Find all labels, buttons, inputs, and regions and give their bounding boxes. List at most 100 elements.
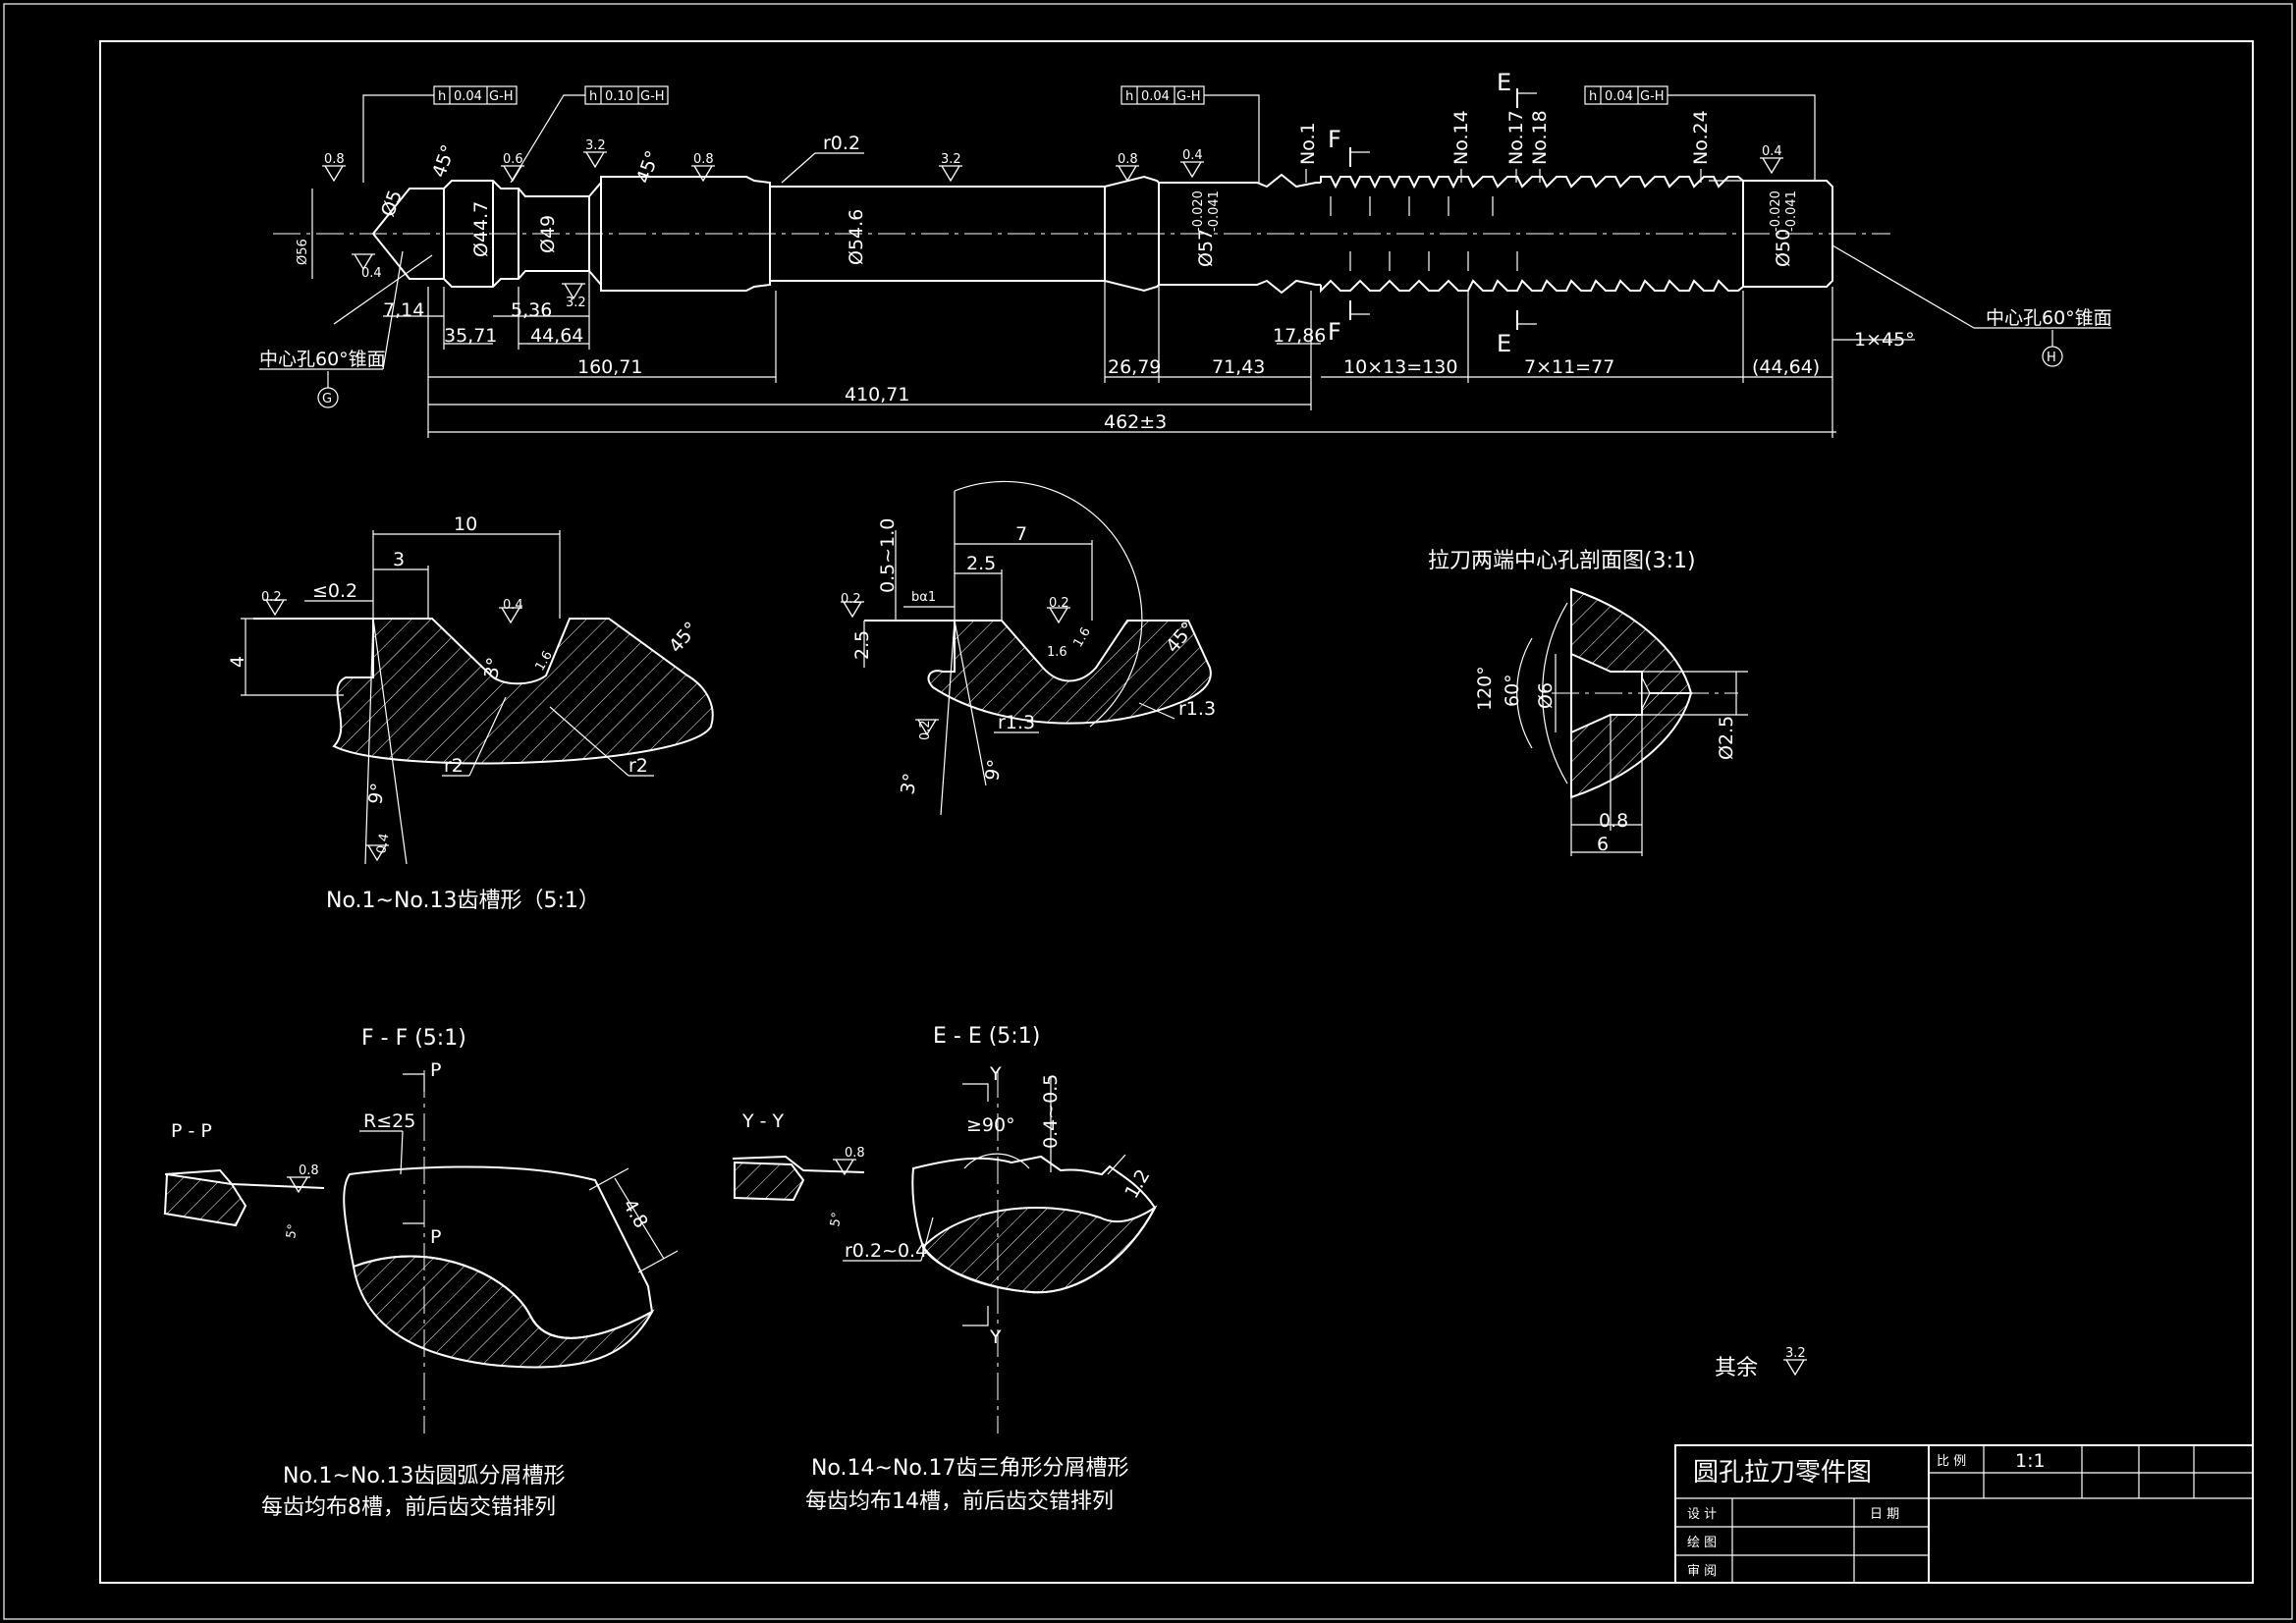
center-hole-note-right: 中心孔60°锥面	[1986, 307, 2112, 329]
rough-7: 0.4	[1762, 144, 1782, 159]
tooth-profile-1-caption: No.1~No.13齿槽形（5:1）	[326, 889, 600, 913]
dim-7-14: 7,14	[383, 299, 424, 321]
svg-text:60°: 60°	[1502, 674, 1523, 707]
dim-71-43: 71,43	[1212, 356, 1265, 378]
svg-text:0.5~1.0: 0.5~1.0	[877, 518, 899, 593]
svg-text:9°: 9°	[364, 782, 389, 806]
svg-text:R≤25: R≤25	[363, 1110, 415, 1132]
svg-text:h: h	[438, 89, 446, 104]
svg-text:G-H: G-H	[1176, 89, 1201, 104]
dim-44-64b: (44,64)	[1752, 356, 1820, 378]
main-view: 7,14 5,36 35,71 44,64 160,71 410,71 462±…	[259, 69, 2112, 438]
svg-text:h: h	[1125, 89, 1133, 104]
svg-text:1.6: 1.6	[1047, 645, 1067, 660]
svg-text:Y: Y	[989, 1063, 1002, 1085]
tooth-profile-1: 4 10 3 ≤0.2 0.2 0.4 1.6 45° 3° r2 r2 9° …	[227, 514, 714, 913]
section-ee-caption-2: 每齿均布14槽，前后齿交错排列	[805, 1489, 1114, 1514]
svg-text:2.5: 2.5	[851, 630, 873, 660]
dia-50-tol-a: -0.020	[1769, 190, 1783, 232]
svg-text:设 计: 设 计	[1687, 1507, 1717, 1522]
svg-text:Y - Y: Y - Y	[741, 1110, 785, 1132]
angle-45-left: 45°	[428, 142, 460, 181]
svg-text:bα1: bα1	[911, 590, 936, 605]
svg-text:1.2: 1.2	[1121, 1165, 1154, 1202]
dia-57-tol-a: -0.020	[1191, 190, 1206, 232]
rough-1: 0.6	[503, 152, 523, 167]
svg-text:≤0.2: ≤0.2	[312, 580, 357, 602]
svg-text:r2: r2	[444, 755, 464, 777]
svg-text:h: h	[1589, 89, 1597, 104]
section-e-bottom: E	[1497, 330, 1511, 357]
rough-0: 0.8	[324, 152, 345, 167]
svg-text:0.2: 0.2	[841, 592, 861, 607]
svg-text:P: P	[430, 1226, 441, 1248]
svg-text:0.4: 0.4	[374, 833, 392, 855]
svg-text:Ø2.5: Ø2.5	[1716, 716, 1737, 760]
svg-text:45°: 45°	[665, 618, 703, 657]
tooth-label-no24: No.24	[1690, 110, 1712, 165]
dia-49: Ø49	[537, 215, 559, 253]
drawing-title: 圆孔拉刀零件图	[1693, 1458, 1872, 1488]
tooth-profile-2: 2.5 7 2.5 0.5~1.0 bα1 0.2 0.2 1.6 1.6 45…	[840, 480, 1216, 816]
dia-57-tol-b: -0.041	[1207, 190, 1222, 232]
inner-border	[99, 40, 2254, 1584]
section-f-bottom: F	[1328, 318, 1341, 346]
svg-text:4.8: 4.8	[619, 1196, 652, 1232]
tooth-label-no18: No.18	[1529, 110, 1551, 165]
svg-text:G-H: G-H	[1640, 89, 1665, 104]
dia-44-7: Ø44.7	[470, 201, 492, 257]
svg-text:≥90°: ≥90°	[966, 1114, 1015, 1136]
svg-text:G-H: G-H	[640, 89, 665, 104]
dim-160-71: 160,71	[577, 356, 642, 378]
svg-text:r1.3: r1.3	[998, 712, 1035, 733]
dim-5-36: 5,36	[511, 299, 552, 321]
tooth-label-no14: No.14	[1450, 110, 1472, 165]
svg-text:0.2: 0.2	[918, 720, 933, 740]
section-e-top: E	[1497, 69, 1511, 96]
svg-text:P: P	[430, 1059, 441, 1081]
dia-57: Ø57	[1195, 229, 1217, 267]
svg-text:0.04: 0.04	[1605, 89, 1633, 104]
svg-text:5°: 5°	[828, 1212, 845, 1228]
dia-50-tol-b: -0.041	[1784, 190, 1799, 232]
svg-text:比 例: 比 例	[1937, 1454, 1966, 1469]
section-ff-caption-1: No.1~No.13齿圆弧分屑槽形	[283, 1464, 565, 1488]
datum-h: H	[2047, 351, 2056, 365]
rough-9: 3.2	[941, 152, 961, 167]
svg-text:0.2: 0.2	[261, 590, 282, 605]
svg-text:Ø6: Ø6	[1535, 682, 1557, 709]
dim-7x11: 7×11=77	[1524, 356, 1614, 378]
svg-text:5°: 5°	[284, 1223, 301, 1240]
section-ee-title: E - E (5:1)	[933, 1024, 1040, 1049]
angle-45-right: 45°	[632, 148, 664, 187]
section-ee: E - E (5:1) Y - Y 0.8 5° Y Y ≥90° 0.4~0.…	[732, 1024, 1158, 1514]
svg-text:Y: Y	[989, 1326, 1002, 1348]
center-hole-note-left: 中心孔60°锥面	[259, 349, 386, 370]
section-ff: F - F (5:1) P - P 0.8 5° P P R≤25 4.8 No…	[163, 1026, 679, 1520]
rough-6: 0.4	[1182, 148, 1203, 163]
svg-text:P - P: P - P	[171, 1120, 212, 1142]
svg-text:G-H: G-H	[489, 89, 514, 104]
svg-text:6: 6	[1597, 834, 1609, 855]
rough-3: 0.8	[693, 152, 714, 167]
svg-text:9°: 9°	[981, 758, 1006, 783]
svg-text:3°: 3°	[480, 656, 505, 680]
svg-text:0.4: 0.4	[503, 598, 523, 613]
svg-text:3.2: 3.2	[1785, 1346, 1806, 1361]
svg-text:0.10: 0.10	[605, 89, 633, 104]
section-f-top: F	[1328, 126, 1341, 153]
fillet-r0-2: r0.2	[823, 133, 860, 154]
title-block: 圆孔拉刀零件图 比 例 1:1 设 计 日 期 绘 图 审 阅	[1674, 1444, 2254, 1584]
dim-35-71: 35,71	[444, 325, 497, 347]
dim-10x13: 10×13=130	[1343, 356, 1457, 378]
svg-text:2.5: 2.5	[966, 553, 996, 574]
section-ff-caption-2: 每齿均布8槽，前后齿交错排列	[261, 1495, 556, 1520]
dim-462: 462±3	[1104, 411, 1167, 433]
svg-text:0.2: 0.2	[1049, 596, 1069, 611]
datum-g: G	[322, 392, 332, 406]
svg-text:10: 10	[454, 514, 477, 535]
svg-text:h: h	[589, 89, 597, 104]
rough-4: 3.2	[566, 296, 586, 310]
tolerance-frame-3: h 0.04 G-H	[1121, 85, 1260, 183]
